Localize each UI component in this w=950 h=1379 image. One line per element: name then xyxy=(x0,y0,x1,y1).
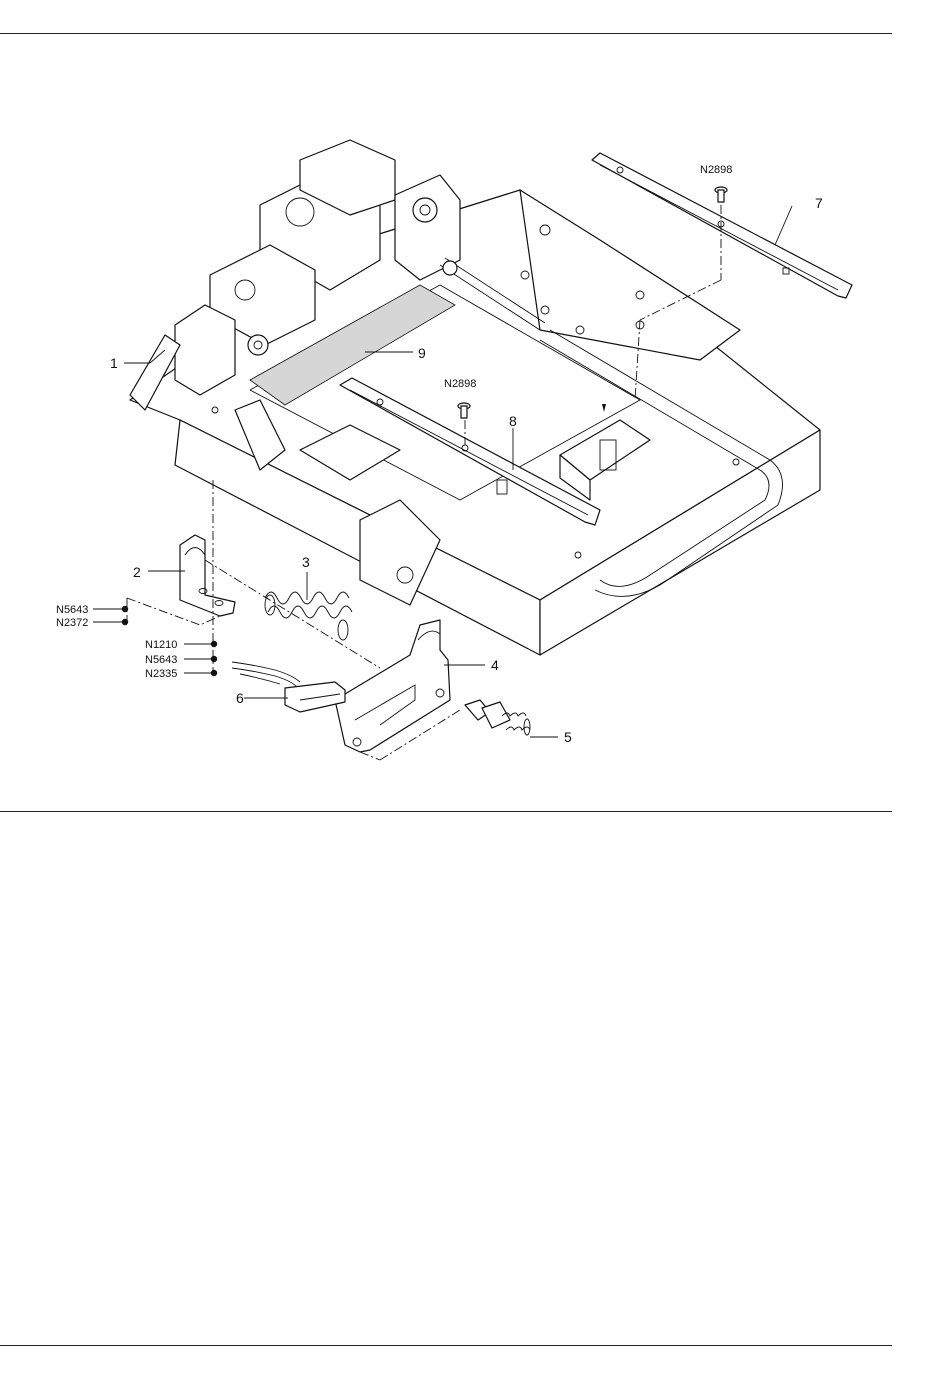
chassis-body xyxy=(130,190,820,655)
callout-2: 2 xyxy=(133,564,141,580)
fastener-bracket-a: N5643 xyxy=(56,604,88,616)
fastener-bracket-b: N2372 xyxy=(56,617,88,629)
fastener-stack-a: N1210 xyxy=(145,639,177,651)
sensor-board xyxy=(335,620,450,752)
bottom-rule xyxy=(0,1345,892,1346)
callout-4: 4 xyxy=(491,657,499,673)
cable-connector xyxy=(232,662,345,712)
callout-8: 8 xyxy=(509,413,517,429)
fastener-stack-b: N5643 xyxy=(145,654,177,666)
fastener-screw-top: N2898 xyxy=(700,164,732,176)
fastener-screw-mid: N2898 xyxy=(444,378,476,390)
spring xyxy=(265,592,352,640)
sensor-plug xyxy=(465,700,530,735)
callout-6: 6 xyxy=(236,690,244,706)
fastener-stack-c: N2335 xyxy=(145,668,177,680)
l-bracket xyxy=(180,535,235,616)
callout-5: 5 xyxy=(564,729,572,745)
exploded-parts-diagram: 1 2 3 4 5 6 7 8 9 N2898 N2898 N5643 N237… xyxy=(0,0,950,820)
callout-9: 9 xyxy=(418,345,426,361)
callout-7: 7 xyxy=(815,195,823,211)
callout-3: 3 xyxy=(302,554,310,570)
callout-1: 1 xyxy=(110,355,118,371)
